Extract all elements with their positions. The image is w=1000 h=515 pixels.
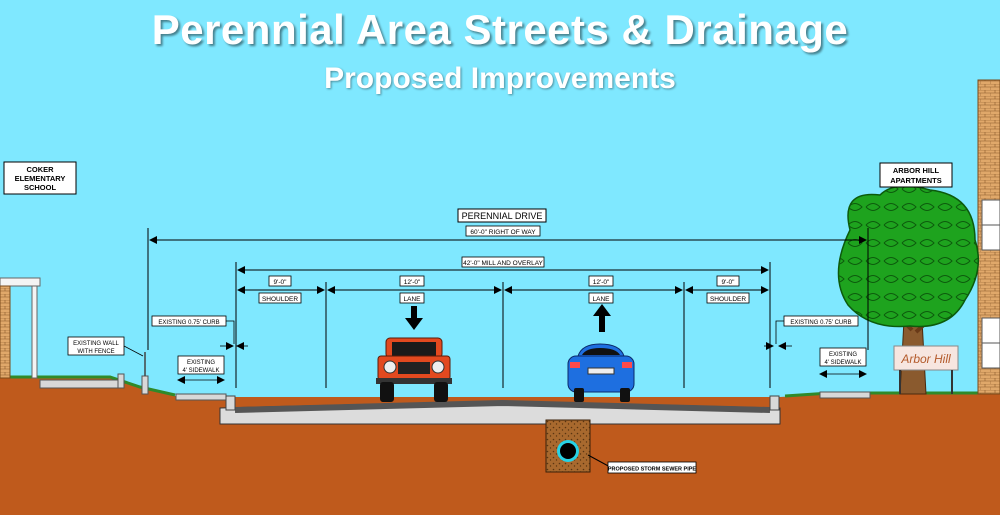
arbor-hill-apartments-label: ARBOR HILL APARTMENTS <box>879 162 953 188</box>
storm-sewer: PROPOSED STORM SEWER PIPE <box>545 419 697 474</box>
mill-overlay-box <box>461 256 545 268</box>
right-of-way-dimension <box>147 228 869 350</box>
storm-pipe-label: PROPOSED STORM SEWER PIPE <box>608 467 697 473</box>
right-curb-callout: EXISTING 0.75' CURB <box>764 315 859 350</box>
left-shoulder-labels: 9'-0" SHOULDER <box>258 275 302 304</box>
jeep-vehicle <box>376 337 452 402</box>
right-lane-labels: 12'-0" LANE <box>588 275 614 304</box>
right-sidewalk <box>819 391 871 399</box>
left-shoulder-dim: 9'-0" <box>274 279 288 286</box>
right-shoulder-label: SHOULDER <box>710 296 746 303</box>
arbor-hill-sign: Arbor Hill <box>893 345 959 394</box>
arrow-down-icon <box>405 306 423 330</box>
road <box>219 395 781 425</box>
left-lane-labels: 12'-0" LANE <box>399 275 425 304</box>
mill-overlay-dimension <box>235 262 771 388</box>
left-lane-label: LANE <box>404 296 422 303</box>
right-sidewalk-label-1: EXISTING <box>829 352 857 358</box>
left-sidewalk-label-1: EXISTING <box>187 360 215 366</box>
right-sidewalk-callout: EXISTING 4' SIDEWALK <box>819 347 867 378</box>
wall-label-2: WITH FENCE <box>77 349 114 355</box>
right-lane-label: LANE <box>593 296 611 303</box>
right-sidewalk-label-2: 4' SIDEWALK <box>825 360 862 366</box>
apartment-building <box>977 79 1000 395</box>
left-sidewalk-label-2: 4' SIDEWALK <box>183 368 220 374</box>
left-curb-callout: EXISTING 0.75' CURB <box>151 315 248 350</box>
arbor-line-2: APARTMENTS <box>890 176 942 185</box>
lane-dimensions <box>237 282 769 388</box>
wall-label-1: EXISTING WALL <box>73 341 119 347</box>
street-name: PERENNIAL DRIVE <box>462 211 543 221</box>
grass-left <box>0 375 176 397</box>
right-of-way-label: 60'-0" RIGHT OF WAY <box>470 229 536 236</box>
arbor-hill-sign-text: Arbor Hill <box>900 352 951 366</box>
left-sidewalk-callout: EXISTING 4' SIDEWALK <box>177 355 225 384</box>
coker-line-2: ELEMENTARY <box>15 174 66 183</box>
left-shoulder-label: SHOULDER <box>262 296 298 303</box>
street-name-box <box>457 208 547 223</box>
right-of-way-box <box>465 225 541 237</box>
existing-wall <box>39 352 149 395</box>
slide-subtitle: Proposed Improvements <box>324 62 676 95</box>
school-building <box>0 277 41 379</box>
wall-callout: EXISTING WALL WITH FENCE <box>67 336 144 357</box>
right-shoulder-labels: 9'-0" SHOULDER <box>706 275 750 304</box>
mill-overlay-label: 42'-0" MILL AND OVERLAY <box>463 260 543 267</box>
slide-title: Perennial Area Streets & Drainage <box>151 6 849 53</box>
coker-line-3: SCHOOL <box>24 183 57 192</box>
left-lane-dim: 12'-0" <box>404 279 421 286</box>
right-lane-dim: 12'-0" <box>593 279 610 286</box>
arbor-line-1: ARBOR HILL <box>893 166 940 175</box>
left-sidewalk <box>175 393 227 401</box>
ground <box>0 378 1000 515</box>
car-vehicle <box>567 343 635 402</box>
coker-elementary-label: COKER ELEMENTARY SCHOOL <box>3 161 77 195</box>
right-curb-label: EXISTING 0.75' CURB <box>790 320 851 326</box>
coker-line-1: COKER <box>26 165 54 174</box>
arrow-up-icon <box>593 304 611 332</box>
right-shoulder-dim: 9'-0" <box>722 279 736 286</box>
left-curb-label: EXISTING 0.75' CURB <box>158 320 219 326</box>
tree <box>837 185 980 395</box>
